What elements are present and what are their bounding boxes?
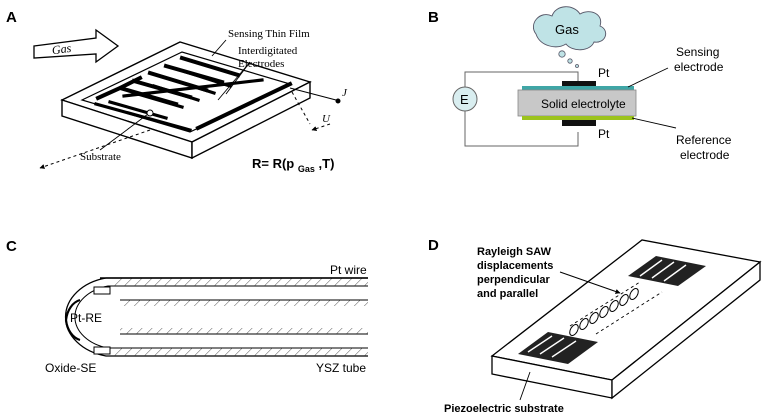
- tube-wall-top: [112, 278, 368, 286]
- inner-wall-top: [120, 300, 368, 306]
- resistance-formula: R= R(p Gas ,T): [252, 156, 334, 175]
- pt-top-electrode: [562, 81, 596, 86]
- gas-arrow-label: Gas: [51, 41, 72, 58]
- panel-b-letter: B: [428, 9, 439, 26]
- circuit-wires: [464, 71, 579, 147]
- saw-label-line4: and parallel: [477, 288, 538, 300]
- saw-description: Rayleigh SAW displacements perpendicular…: [477, 246, 553, 300]
- panel-a-letter: A: [6, 9, 17, 26]
- sensing-electrode-label-line2: electrode: [674, 60, 724, 74]
- pt-top-label: Pt: [598, 66, 610, 80]
- gas-cloud: Gas: [532, 6, 607, 68]
- panel-b: B Gas E Solid electrolyte Pt Pt: [428, 6, 732, 162]
- tube-wall-bottom: [112, 348, 368, 356]
- saw-label-line2: displacements: [477, 260, 553, 272]
- pt-bottom-electrode: [562, 120, 596, 126]
- formula-subscript: Gas: [298, 164, 315, 174]
- pt-bottom-label: Pt: [598, 127, 610, 141]
- reference-electrode-label-line2: electrode: [680, 148, 730, 162]
- oxide-se-label: Oxide-SE: [45, 361, 96, 375]
- panel-a: A Gas: [6, 9, 348, 175]
- solid-electrolyte: [517, 89, 637, 117]
- pt-re-label: Pt-RE: [70, 311, 102, 325]
- substrate-leader: [519, 371, 531, 401]
- electrodes-label-line2: Electrodes: [238, 58, 284, 70]
- pt-wire-label: Pt wire: [330, 263, 367, 277]
- substrate-slab: [60, 41, 312, 160]
- svg-text:R= R(p Gas ,T): R= R(p Gas ,T): [252, 156, 334, 175]
- ysz-tube-inner: [74, 285, 368, 349]
- gas-cloud-label: Gas: [555, 22, 579, 37]
- voltage-source: E: [452, 86, 478, 112]
- saw-callout-arrow: [559, 271, 621, 294]
- sensing-electrode-label-line1: Sensing: [676, 45, 719, 59]
- measurement-leads: [39, 87, 341, 169]
- current-label: J: [342, 87, 348, 99]
- panel-d: D: [428, 237, 762, 415]
- ysz-tube-outer: [64, 277, 368, 357]
- voltage-source-label: E: [460, 92, 469, 107]
- electrodes-label-line1: Interdigitated: [238, 45, 298, 57]
- reference-electrode-layer: [522, 116, 634, 120]
- formula-lhs: R= R(p: [252, 156, 294, 171]
- idt-transducer-top: [628, 256, 706, 286]
- ysz-tube-label: YSZ tube: [316, 361, 366, 375]
- gas-arrow: Gas: [33, 28, 120, 64]
- saw-wave-path: [569, 281, 663, 336]
- substrate-label: Substrate: [80, 151, 121, 163]
- idt-transducer-bottom: [518, 332, 598, 364]
- panel-b-leaders: [627, 67, 677, 129]
- formula-rhs: ,T): [319, 156, 335, 171]
- sensing-electrode-layer: [522, 86, 634, 90]
- oxide-se-pad-top: [93, 286, 111, 295]
- pt-re-coating: [64, 298, 81, 321]
- saw-label-line3: perpendicular: [477, 274, 550, 286]
- reference-electrode-label-line1: Reference: [676, 133, 732, 147]
- panel-c-letter: C: [6, 238, 17, 255]
- sensing-film-label: Sensing Thin Film: [228, 28, 310, 40]
- piezoelectric-substrate-label: Piezoelectric substrate: [444, 403, 564, 415]
- interdigitated-electrodes: [94, 55, 293, 132]
- panel-d-letter: D: [428, 237, 439, 254]
- inner-wall-bottom: [120, 328, 368, 334]
- voltage-label: U: [322, 113, 331, 125]
- oxide-se-pad-bottom: [93, 346, 111, 355]
- panel-c: C Pt wire Pt-RE YSZ tube Oxide-SE: [6, 238, 368, 375]
- saw-label-line1: Rayleigh SAW: [477, 246, 552, 258]
- solid-electrolyte-label: Solid electrolyte: [541, 97, 626, 111]
